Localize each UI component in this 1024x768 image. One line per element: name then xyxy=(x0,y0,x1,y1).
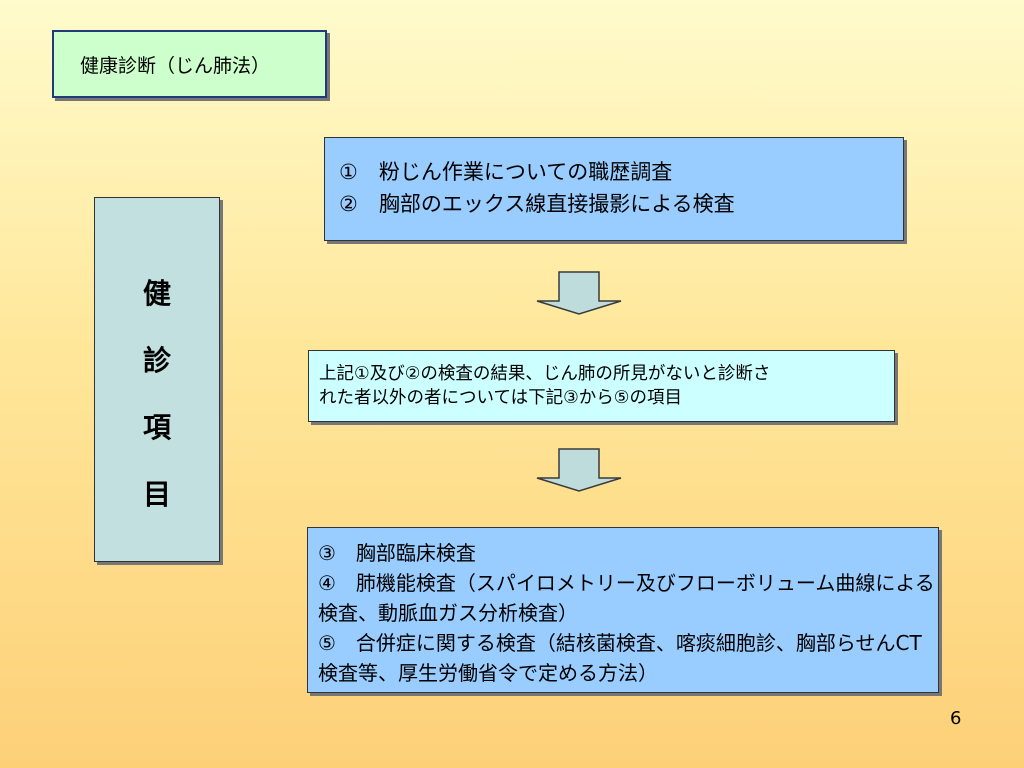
step3-item: ⑤ 合併症に関する検査（結核菌検査、喀痰細胞診、胸部らせんCT検査等、厚生労働省… xyxy=(318,631,922,685)
down-arrow-icon xyxy=(536,448,622,492)
side-label-char: 健 xyxy=(142,277,171,310)
step3-item: ④ 肺機能検査（スパイロメトリー及びフローボリューム曲線による検査、動脈血ガス分… xyxy=(318,571,935,625)
page-number: 6 xyxy=(950,708,962,729)
down-arrow-icon xyxy=(536,271,622,315)
side-label-char: 項 xyxy=(142,411,171,444)
side-label-box: 健 診 項 目 xyxy=(94,197,220,562)
step3-box: ③ 胸部臨床検査 ④ 肺機能検査（スパイロメトリー及びフローボリューム曲線による… xyxy=(307,527,939,693)
side-label-char: 診 xyxy=(142,344,171,377)
side-label-char: 目 xyxy=(142,478,171,511)
slide-title: 健康診断（じん肺法） xyxy=(52,30,327,98)
step1-item: ② 胸部のエックス線直接撮影による検査 xyxy=(339,192,735,216)
step1-item: ① 粉じん作業についての職歴調査 xyxy=(339,160,673,184)
step3-item: ③ 胸部臨床検査 xyxy=(318,541,476,565)
step2-box: 上記①及び②の検査の結果、じん肺の所見がないと診断さ れた者以外の者については下… xyxy=(308,350,895,422)
step1-box: ① 粉じん作業についての職歴調査 ② 胸部のエックス線直接撮影による検査 xyxy=(324,137,904,241)
slide-title-text: 健康診断（じん肺法） xyxy=(80,54,271,77)
step2-line: 上記①及び②の検査の結果、じん肺の所見がないと診断さ xyxy=(319,364,771,384)
step2-line: れた者以外の者については下記③から⑤の項目 xyxy=(319,388,683,408)
